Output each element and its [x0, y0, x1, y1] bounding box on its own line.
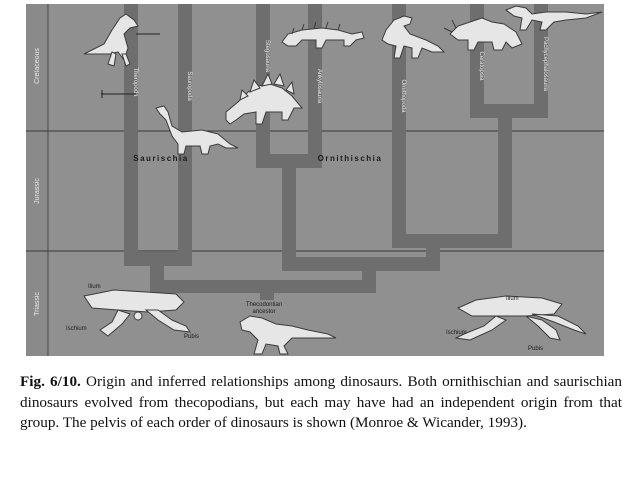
period-label-cretaceous: Cretaceous [34, 48, 41, 84]
ceratopsian-illustration [443, 17, 523, 51]
branch-ornithischia-join [282, 257, 440, 271]
stegosaur-illustration [225, 72, 304, 125]
scale-tick-marks [101, 33, 160, 98]
lineage-label-pachycephalosauria: Pachycephalosauria [542, 37, 548, 92]
figure-caption: Fig. 6/10. Origin and inferred relations… [20, 372, 622, 434]
ancestor-label-line1: Thecodontian [246, 302, 282, 308]
lineage-label-ceratopsia: Ceratopsia [478, 51, 484, 81]
dinosaur-phylogeny-figure: Cretaceous Jurassic Triassic Theropoda S… [26, 4, 604, 356]
order-label-saurischia: Saurischia [133, 154, 188, 163]
caption-lead: Fig. 6/10. [20, 373, 81, 390]
thecodontian-illustration [239, 315, 337, 355]
saurischian-ischium-label: Ischium [66, 326, 87, 332]
period-column [26, 4, 48, 356]
ornithischian-ilium-label: Ilium [506, 296, 519, 302]
period-label-jurassic: Jurassic [34, 178, 41, 204]
caption-text: Origin and inferred relationships among … [20, 373, 623, 431]
order-label-ornithischia: Ornithischia [318, 154, 383, 163]
ornithopod-illustration [381, 15, 446, 59]
branch-thyreophora-stem [282, 154, 296, 269]
saurischian-pubis-label: Pubis [184, 334, 199, 340]
ornithischian-pubis-label: Pubis [528, 346, 543, 352]
branch-cerapoda-join [392, 234, 512, 248]
branch-root-stem [260, 280, 274, 300]
period-label-triassic: Triassic [34, 292, 41, 316]
branch-pachycephalosauria [534, 4, 548, 116]
branch-marginocephalia-stem [498, 104, 512, 246]
theropod-illustration [83, 13, 139, 67]
ankylosaur-illustration [281, 21, 365, 49]
branch-theropoda [124, 4, 138, 266]
lineage-label-stegosauria: Stegosauria [264, 40, 270, 73]
lineage-label-theropoda: Theropoda [132, 67, 138, 97]
sauropod-illustration [155, 105, 239, 155]
ornithischian-pelvis-illustration [454, 295, 587, 341]
branch-sauropoda [178, 4, 192, 256]
phylogeny-branches [124, 4, 548, 300]
ornithischian-ischium-label: Ischium [446, 330, 467, 336]
saurischian-pelvis-illustration [83, 289, 192, 337]
lineage-label-ornithopoda: Ornithopoda [400, 79, 406, 113]
branch-ornithopoda [392, 4, 406, 248]
ancestor-label-line2: ancestor [252, 309, 275, 315]
lineage-label-sauropoda: Sauropoda [186, 71, 192, 101]
pachycephalosaur-illustration [504, 5, 603, 31]
saurischian-ilium-label: Ilium [88, 284, 101, 290]
lineage-label-ankylosauria: Ankylosauria [316, 69, 322, 104]
